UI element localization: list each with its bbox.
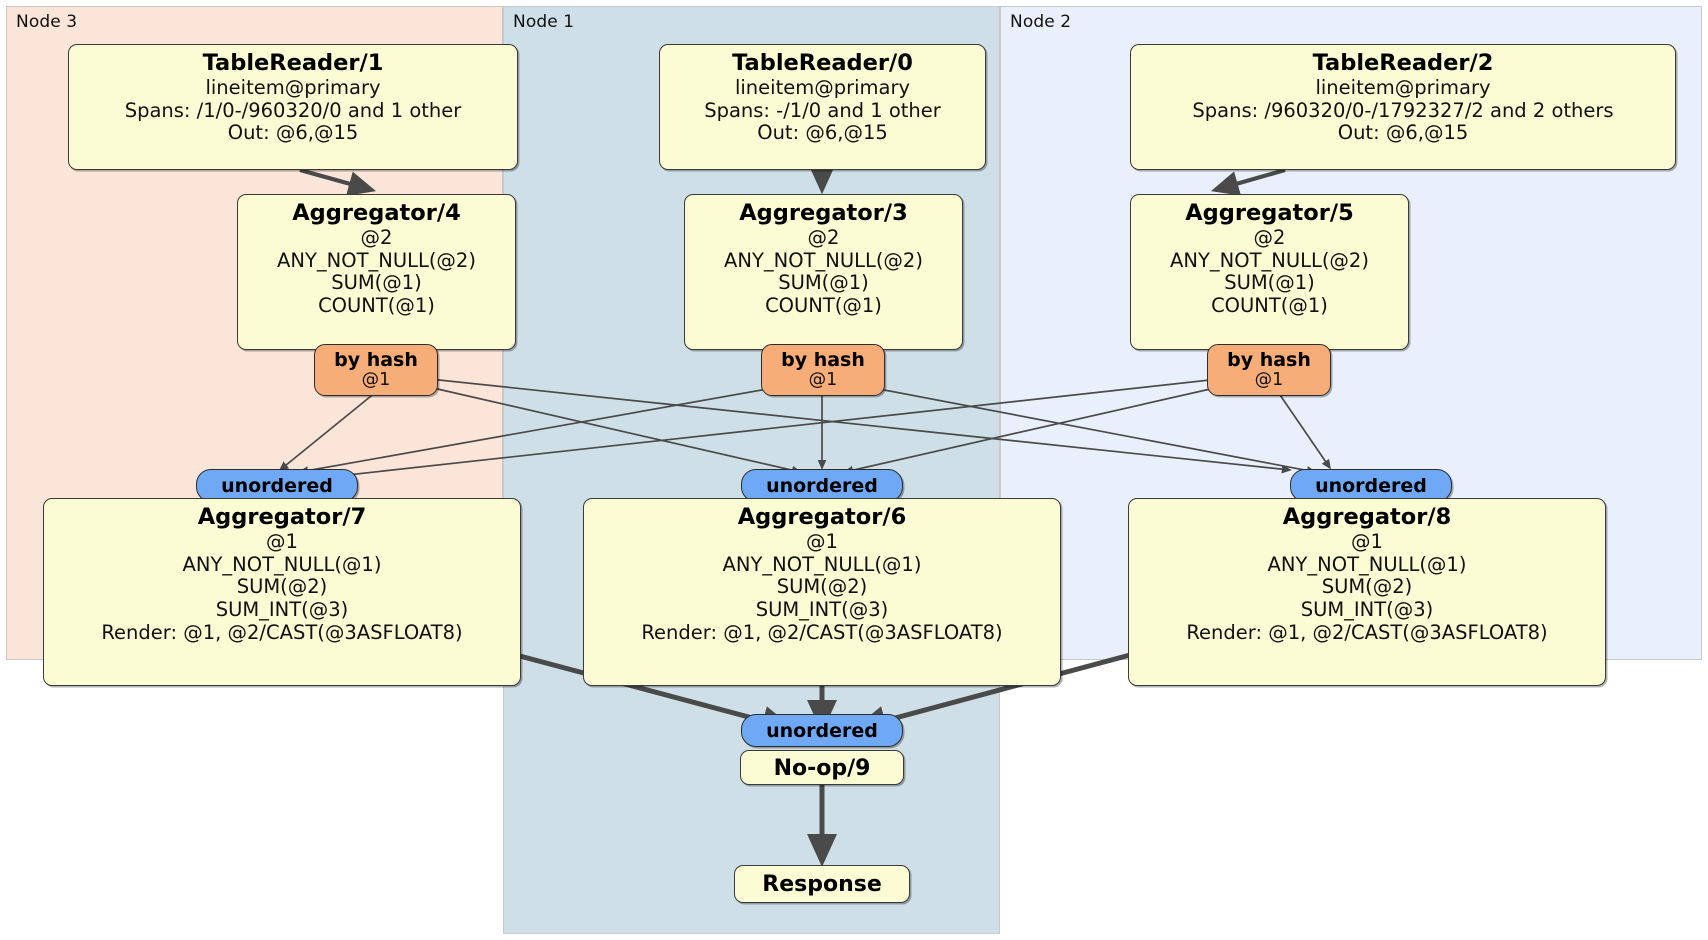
box-line: @1 — [806, 530, 838, 553]
box-title: Aggregator/5 — [1185, 200, 1354, 226]
processor-box-aggregator5[interactable]: Aggregator/5 @2 ANY_NOT_NULL(@2) SUM(@1)… — [1130, 194, 1409, 350]
synchronizer-label: unordered — [221, 475, 333, 497]
box-line: @2 — [1253, 226, 1286, 249]
box-line: Out: @6,@15 — [227, 121, 359, 145]
synchronizer-label: unordered — [766, 475, 878, 497]
synchronizer-label: unordered — [766, 720, 878, 742]
box-line: COUNT(@1) — [318, 294, 435, 318]
synchronizer-unordered-final[interactable]: unordered — [741, 714, 903, 747]
processor-box-response[interactable]: Response — [734, 865, 910, 903]
synchronizer-unordered-aggregator8[interactable]: unordered — [1290, 469, 1452, 502]
box-line: ANY_NOT_NULL(@1) — [1267, 552, 1467, 576]
processor-box-tablereader2[interactable]: TableReader/2 lineitem@primary Spans: /9… — [1130, 44, 1676, 170]
router-label: by hash — [781, 349, 865, 371]
processor-box-tablereader0[interactable]: TableReader/0 lineitem@primary Spans: -/… — [659, 44, 986, 170]
box-line: SUM_INT(@3) — [755, 598, 889, 622]
box-title: TableReader/0 — [732, 50, 913, 76]
router-label: by hash — [334, 349, 418, 371]
box-line: Out: @6,@15 — [1337, 121, 1469, 145]
box-title: TableReader/1 — [202, 50, 384, 76]
box-line: ANY_NOT_NULL(@1) — [182, 552, 382, 576]
router-by-hash-aggregator4[interactable]: by hash @1 — [314, 344, 438, 396]
processor-box-aggregator4[interactable]: Aggregator/4 @2 ANY_NOT_NULL(@2) SUM(@1)… — [237, 194, 516, 350]
router-detail: @1 — [808, 370, 838, 391]
box-line: Spans: -/1/0 and 1 other — [704, 98, 941, 122]
processor-box-tablereader1[interactable]: TableReader/1 lineitem@primary Spans: /1… — [68, 44, 518, 170]
box-line: SUM(@2) — [1321, 575, 1413, 599]
processor-box-aggregator6[interactable]: Aggregator/6 @1 ANY_NOT_NULL(@1) SUM(@2)… — [583, 498, 1061, 686]
node-panel-label-node3: Node 3 — [16, 12, 78, 32]
box-line: SUM_INT(@3) — [215, 598, 349, 622]
node-panel-label-node1: Node 1 — [513, 12, 575, 32]
box-title: TableReader/2 — [1312, 50, 1494, 76]
box-line: COUNT(@1) — [1211, 294, 1328, 318]
box-line: Out: @6,@15 — [757, 121, 888, 145]
box-line: COUNT(@1) — [765, 294, 882, 318]
synchronizer-unordered-aggregator6[interactable]: unordered — [741, 469, 903, 502]
processor-box-aggregator3[interactable]: Aggregator/3 @2 ANY_NOT_NULL(@2) SUM(@1)… — [684, 194, 963, 350]
box-title: Aggregator/8 — [1282, 504, 1452, 530]
node-panel-label-node2: Node 2 — [1010, 12, 1072, 32]
box-line: SUM(@1) — [1224, 271, 1315, 295]
router-by-hash-aggregator5[interactable]: by hash @1 — [1207, 344, 1331, 396]
router-by-hash-aggregator3[interactable]: by hash @1 — [761, 344, 885, 396]
box-line: SUM(@2) — [776, 575, 868, 599]
box-line: ANY_NOT_NULL(@1) — [722, 552, 922, 576]
box-line: SUM(@2) — [236, 575, 328, 599]
box-title: No-op/9 — [773, 756, 871, 781]
processor-box-aggregator8[interactable]: Aggregator/8 @1 ANY_NOT_NULL(@1) SUM(@2)… — [1128, 498, 1606, 686]
box-title: Aggregator/3 — [739, 200, 908, 226]
box-line: ANY_NOT_NULL(@2) — [277, 248, 476, 272]
box-line: lineitem@primary — [1315, 76, 1491, 99]
box-line: lineitem@primary — [734, 76, 911, 99]
router-detail: @1 — [361, 370, 391, 391]
box-title: Response — [762, 872, 882, 897]
box-title: Aggregator/4 — [292, 200, 461, 226]
box-line: lineitem@primary — [205, 76, 381, 99]
box-line: ANY_NOT_NULL(@2) — [1170, 248, 1369, 272]
processor-box-noop9[interactable]: No-op/9 — [740, 750, 904, 785]
box-line: Render: @1, @2/CAST(@3ASFLOAT8) — [101, 620, 463, 644]
box-line: @2 — [807, 226, 840, 249]
box-line: ANY_NOT_NULL(@2) — [724, 248, 923, 272]
box-title: Aggregator/6 — [737, 504, 907, 530]
box-line: SUM(@1) — [331, 271, 422, 295]
box-line: @1 — [1351, 530, 1383, 553]
box-line: Spans: /1/0-/960320/0 and 1 other — [124, 98, 462, 122]
box-line: SUM_INT(@3) — [1300, 598, 1434, 622]
box-line: SUM(@1) — [778, 271, 869, 295]
box-line: Render: @1, @2/CAST(@3ASFLOAT8) — [641, 620, 1003, 644]
synchronizer-label: unordered — [1315, 475, 1427, 497]
router-detail: @1 — [1254, 370, 1284, 391]
box-line: Render: @1, @2/CAST(@3ASFLOAT8) — [1186, 620, 1548, 644]
box-line: Spans: /960320/0-/1792327/2 and 2 others — [1192, 98, 1614, 122]
processor-box-aggregator7[interactable]: Aggregator/7 @1 ANY_NOT_NULL(@1) SUM(@2)… — [43, 498, 521, 686]
box-line: @2 — [360, 226, 393, 249]
box-line: @1 — [266, 530, 298, 553]
router-label: by hash — [1227, 349, 1311, 371]
box-title: Aggregator/7 — [197, 504, 367, 530]
